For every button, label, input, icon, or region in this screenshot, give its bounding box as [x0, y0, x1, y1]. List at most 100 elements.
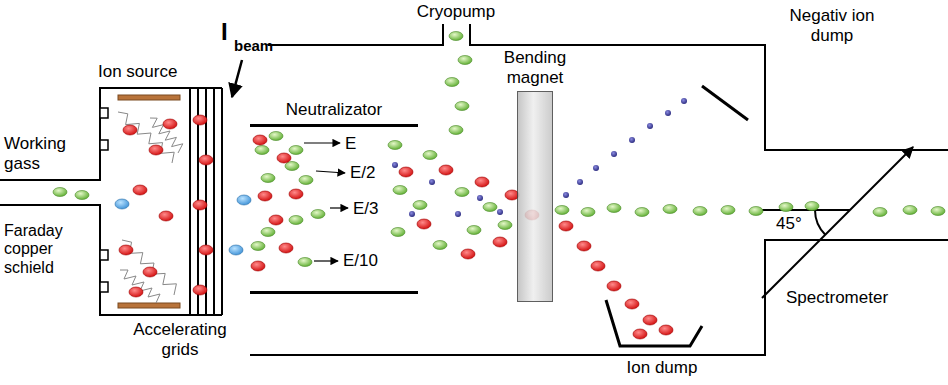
positive-ion [269, 215, 283, 225]
accelerating-grids [189, 88, 191, 315]
neutral-atom [285, 162, 299, 171]
positive-ion [417, 219, 431, 229]
negative-ion [611, 151, 617, 157]
positive-ion [251, 261, 265, 271]
positive-ion [591, 261, 605, 271]
beam-current-subscript: beam [234, 37, 273, 54]
positive-ion [475, 177, 489, 187]
positive-ion [193, 285, 207, 295]
positive-ion [659, 325, 673, 335]
positive-ion [143, 267, 157, 277]
neutral-atom [581, 208, 595, 217]
ion-source-walls [0, 205, 222, 315]
neutral-atom [663, 205, 677, 214]
neutral-atom [607, 204, 621, 213]
accelerating-grids [213, 88, 215, 315]
node-heading: Bending magnet [492, 48, 578, 87]
neutral-atom [498, 221, 512, 230]
energy-label: E/10 [343, 251, 378, 271]
neutral-atom [455, 102, 469, 111]
magnet-tabs [100, 108, 108, 292]
beam-current-arrow [232, 60, 242, 97]
neutral-atom [391, 228, 405, 237]
neutral-atom [413, 201, 427, 210]
positive-ion [633, 329, 647, 339]
energy-label: E [345, 134, 356, 154]
negative-ion-dump-plate [702, 86, 748, 120]
energy-label: E/3 [353, 199, 379, 219]
accelerating-grids [190, 88, 222, 315]
filament [118, 112, 183, 303]
molecular-ion [229, 245, 243, 255]
positive-ion [163, 119, 177, 129]
negative-ion-dump-plate [702, 86, 748, 120]
positive-ion [559, 221, 573, 231]
negative-ion [409, 211, 415, 217]
positive-ion [123, 125, 137, 135]
part-label: Cryopump [400, 2, 512, 22]
energy-arrows [304, 142, 340, 143]
neutral-atom [75, 191, 89, 200]
positive-ion [439, 165, 453, 175]
neutral-atom [423, 151, 437, 160]
part-label: Working gass [4, 134, 96, 173]
positive-ion [129, 287, 143, 297]
vacuum-chamber [250, 24, 948, 355]
accelerating-grids [221, 88, 223, 315]
neutral-atom [393, 186, 407, 195]
molecular-ion [237, 195, 251, 205]
neutral-atom [299, 176, 313, 185]
part-label: Negativ ion dump [772, 6, 892, 45]
positive-ion [258, 191, 272, 201]
part-label: Faraday copper schield [4, 222, 98, 277]
neutral-atom [433, 241, 447, 250]
positive-ion [199, 245, 213, 255]
neutral-atom [298, 258, 312, 267]
negative-ion [681, 98, 687, 104]
positive-ion [625, 299, 639, 309]
energy-arrows [314, 260, 338, 261]
positive-ion [159, 211, 173, 221]
positive-ion [253, 135, 267, 145]
positive-ion [493, 237, 507, 247]
positive-ion [119, 245, 133, 255]
neutral-atom [903, 206, 917, 215]
negative-ion [497, 209, 503, 215]
negative-ion [647, 123, 653, 129]
node-heading: Neutralizator [250, 100, 418, 120]
positive-ion [149, 145, 163, 155]
neutral-atom [289, 216, 303, 225]
negative-ion [392, 162, 398, 168]
energy-arrows [304, 143, 348, 261]
spectrometer-geometry [760, 209, 850, 211]
positive-ion [643, 315, 657, 325]
neutral-atom [261, 174, 275, 183]
ion-dump-bucket [606, 300, 702, 346]
node-heading: Ion source [98, 62, 228, 82]
neutral-atom [458, 56, 472, 65]
energy-label: E/2 [350, 163, 376, 183]
copper-shield [118, 303, 180, 308]
neutral-atom [311, 210, 325, 219]
neutral-atom [251, 242, 265, 251]
positive-ion [199, 155, 213, 165]
neutral-atom [255, 146, 269, 155]
positive-ion [193, 200, 207, 210]
negative-ion [577, 179, 583, 185]
magnet-tabs [100, 140, 108, 150]
negative-ion [477, 195, 483, 201]
neutral-atom [467, 226, 481, 235]
neutral-atom [635, 208, 649, 217]
vacuum-chamber [268, 24, 443, 45]
neutral-atom [269, 132, 283, 141]
filament [118, 112, 174, 163]
beam-current-arrow [232, 60, 242, 97]
neutral-atom [721, 206, 735, 215]
neutral-atom [388, 141, 402, 150]
positive-ion [577, 241, 591, 251]
energy-arrows [330, 207, 348, 208]
negative-ion [665, 110, 671, 116]
positive-ion [277, 153, 291, 163]
